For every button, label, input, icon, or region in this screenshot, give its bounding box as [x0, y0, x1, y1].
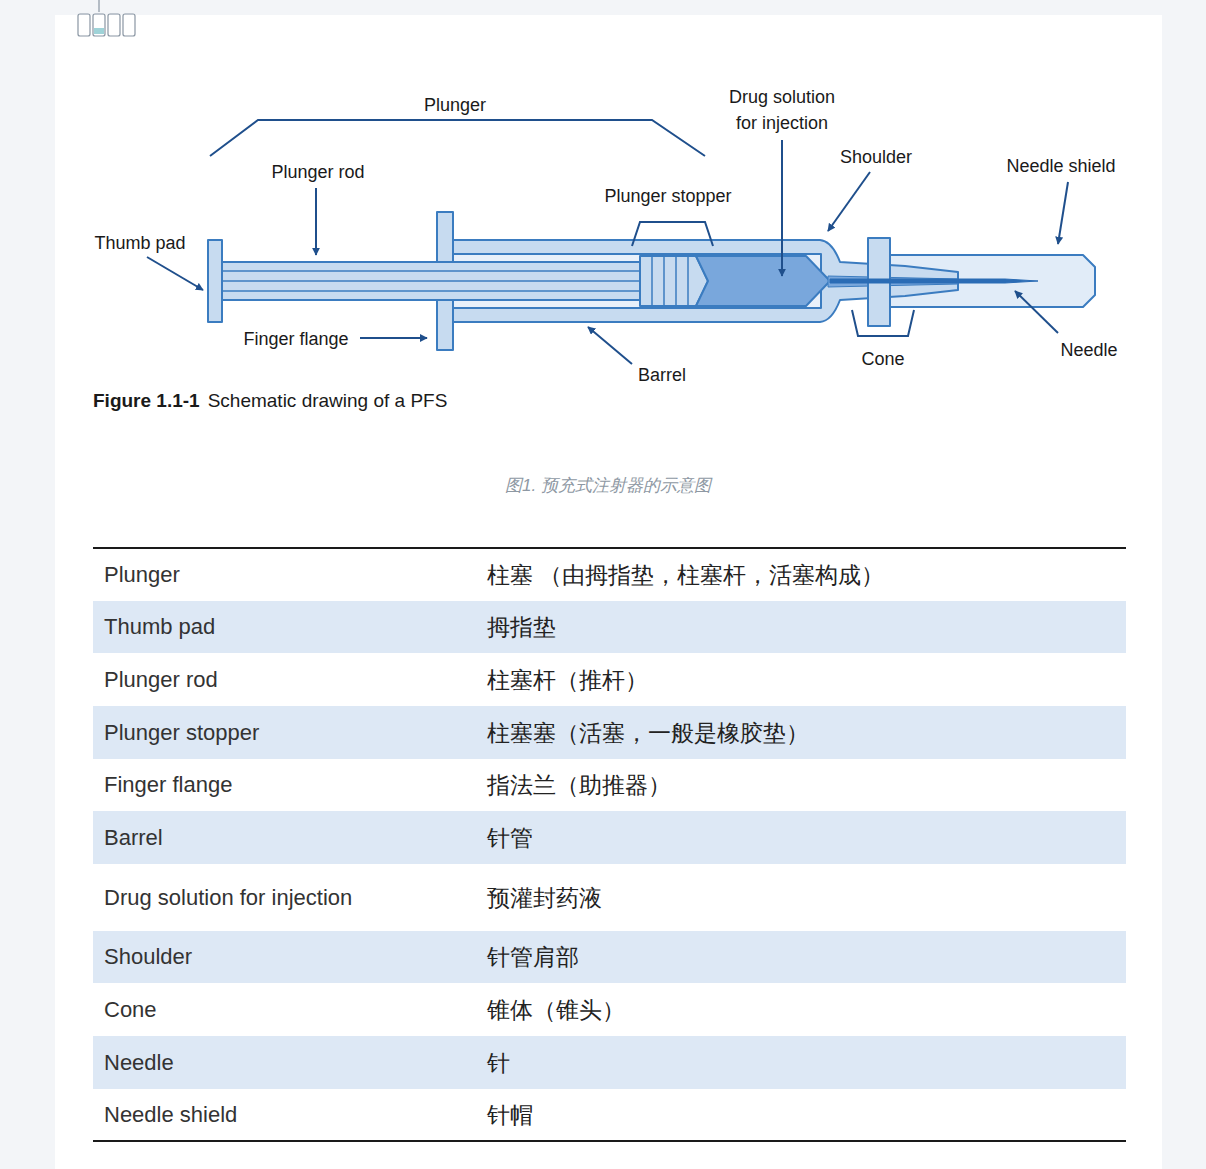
table-row-band: [93, 1036, 1126, 1089]
part-label: Thumb pad: [94, 230, 185, 256]
table-rule: [93, 547, 1126, 549]
stopper-ribs: [651, 256, 653, 306]
table-cell: 指法兰（助推器）: [487, 770, 671, 800]
leader-lines: [147, 120, 1068, 364]
leader-line: [147, 257, 203, 290]
table-cell: Shoulder: [104, 942, 192, 972]
table-cell: 柱塞杆（推杆）: [487, 665, 648, 695]
part-label: Needle shield: [1006, 153, 1115, 179]
rod-lines: [222, 270, 640, 272]
logo-icon: [93, 14, 105, 36]
table-cell: 针管: [487, 823, 533, 853]
table-cell: Needle shield: [104, 1100, 237, 1130]
part-label: Needle: [1060, 337, 1117, 363]
table-cell: 预灌封药液: [487, 883, 602, 913]
table-cell: Plunger stopper: [104, 718, 259, 748]
stopper-ribs: [687, 256, 689, 306]
stopper-bracket: [632, 222, 713, 246]
table-cell: Plunger: [104, 560, 180, 590]
leader-line: [1058, 182, 1068, 244]
cone-bracket: [852, 310, 914, 336]
table-cell: 柱塞 （由拇指垫，柱塞杆，活塞构成）: [487, 560, 884, 590]
logo-icon: [78, 14, 90, 36]
leader-line: [781, 140, 783, 276]
leader-line: [828, 172, 870, 231]
stopper-ribs: [652, 256, 688, 306]
table-cell: 拇指垫: [487, 612, 556, 642]
leader-line: [360, 337, 427, 339]
logo-icon: [123, 14, 135, 36]
table-cell: Finger flange: [104, 770, 232, 800]
part-label: Barrel: [638, 362, 686, 388]
table-row-band: [93, 601, 1126, 653]
table-cell: 针帽: [487, 1100, 533, 1130]
leader-line: [1015, 291, 1058, 333]
table-cell: Cone: [104, 995, 157, 1025]
table-rule: [93, 1140, 1126, 1142]
part-label: Plunger: [424, 92, 486, 118]
logo-icon: [94, 28, 104, 34]
figure-caption: 图1. 预充式注射器的示意图: [505, 474, 711, 497]
part-label: Finger flange: [243, 326, 348, 352]
table-cell: 锥体（锥头）: [487, 995, 625, 1025]
drug-solution: [696, 256, 830, 306]
table-row-band: [93, 931, 1126, 983]
table-cell: Drug solution for injection: [104, 883, 352, 913]
table-cell: 柱塞塞（活塞，一般是橡胶垫）: [487, 718, 809, 748]
thumb-pad: [208, 240, 222, 322]
leader-line: [588, 327, 632, 364]
part-label: Shoulder: [840, 144, 912, 170]
needle: [830, 279, 1038, 283]
stopper-ribs: [663, 256, 665, 306]
table-cell: Barrel: [104, 823, 163, 853]
logo-icon: [98, 0, 99, 12]
stopper-ribs: [675, 256, 677, 306]
part-label: Plunger stopper: [604, 183, 731, 209]
rod-lines: [222, 271, 640, 291]
plunger-bracket: [210, 120, 705, 156]
table-cell: Needle: [104, 1048, 174, 1078]
part-label: Drug solution for injection: [720, 84, 844, 136]
logo-icon: [108, 14, 120, 36]
table-cell: Plunger rod: [104, 665, 218, 695]
part-label: Plunger rod: [271, 159, 364, 185]
figure-title: Schematic drawing of a PFS: [208, 389, 448, 413]
table-cell: Thumb pad: [104, 612, 215, 642]
rod-lines: [222, 280, 640, 282]
leader-line: [315, 188, 317, 255]
plunger-stopper: [640, 256, 708, 306]
table-row-band: [93, 811, 1126, 864]
part-label: Cone: [861, 346, 904, 372]
table-cell: 针管肩部: [487, 942, 579, 972]
table-cell: 针: [487, 1048, 510, 1078]
plunger-rod: [222, 262, 642, 300]
rod-lines: [222, 290, 640, 292]
logo-icon: [78, 0, 135, 36]
figure-title: Figure 1.1-1: [93, 389, 200, 413]
